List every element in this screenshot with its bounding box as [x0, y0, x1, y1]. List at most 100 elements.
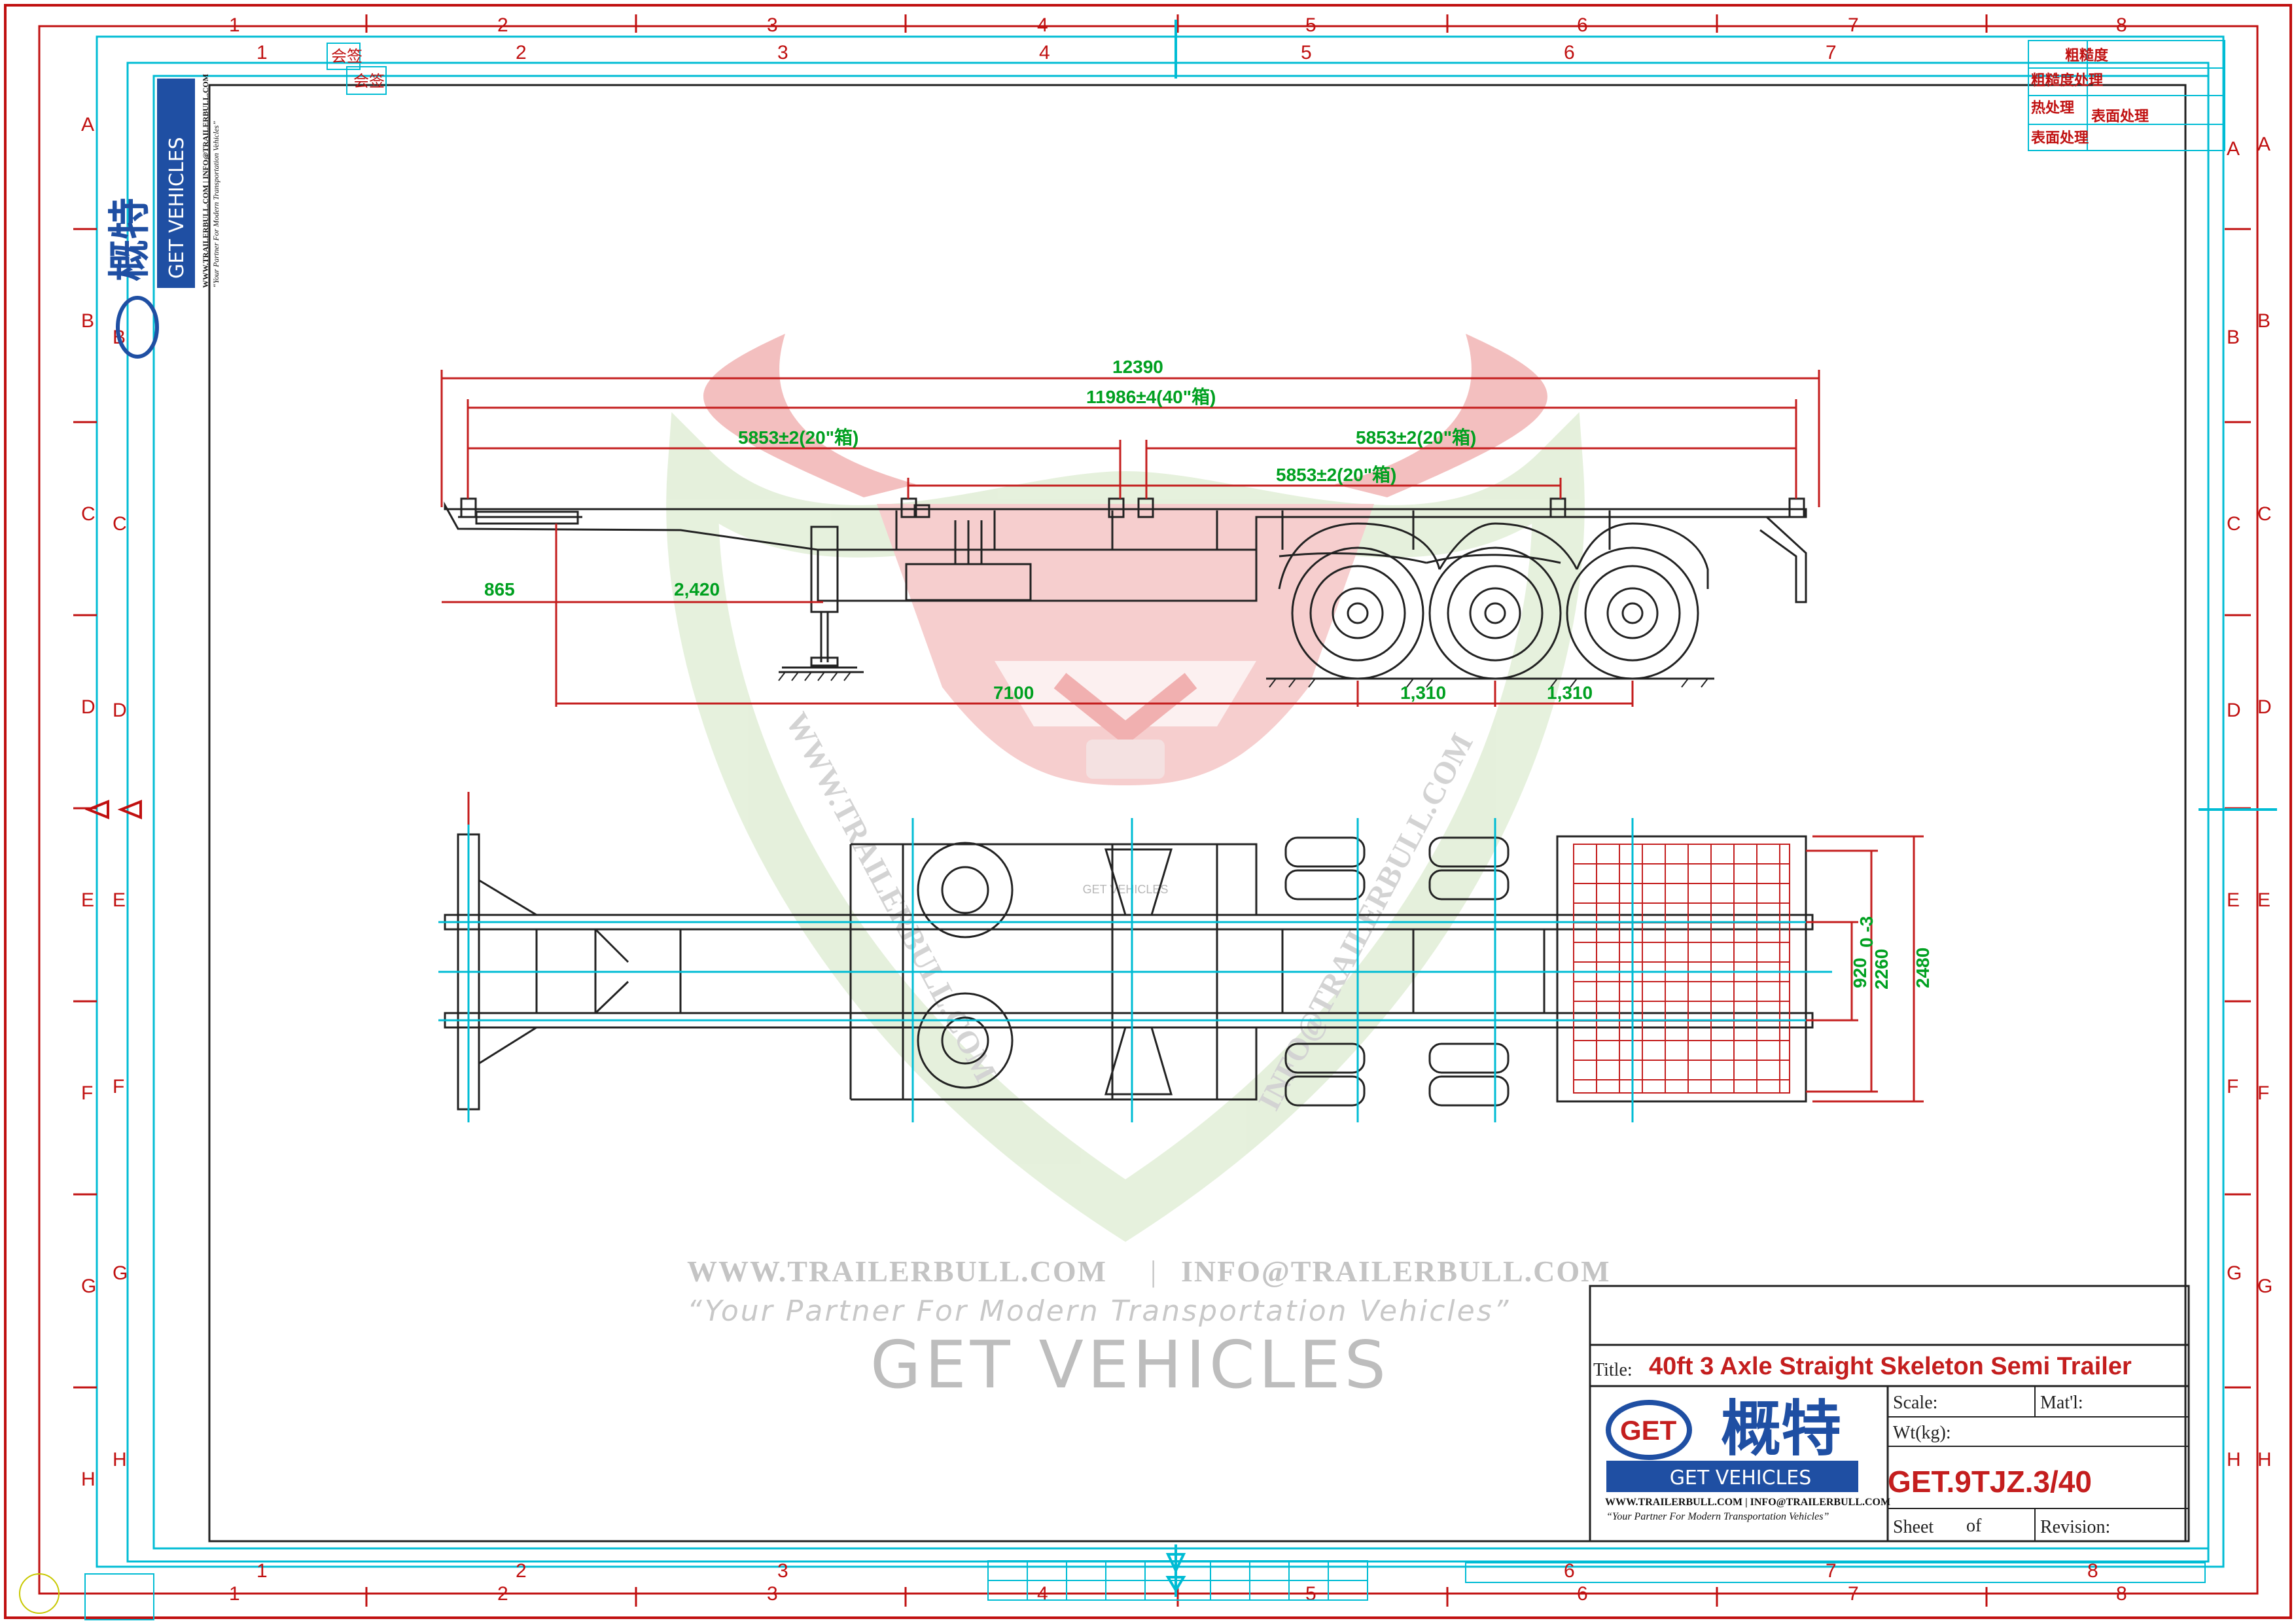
svg-text:2: 2 — [497, 14, 508, 36]
svg-text:5: 5 — [1305, 14, 1316, 36]
title-block: Title: 40ft 3 Axle Straight Skeleton Sem… — [1590, 1344, 2189, 1541]
svg-text:H: H — [81, 1469, 96, 1490]
dim-front-overhang: 865 — [484, 579, 515, 599]
svg-text:D: D — [113, 700, 127, 721]
svg-text:5: 5 — [1305, 1583, 1316, 1605]
svg-text:7: 7 — [1848, 1583, 1859, 1605]
svg-text:G: G — [2227, 1262, 2242, 1284]
side-logo-tagline: “Your Partner For Modern Transportation … — [211, 120, 221, 288]
dim-rear-width: 2260 — [1871, 949, 1892, 990]
grid-column-labels-bottom: 1 2 3 4 5 6 7 8 1 2 3 6 7 8 — [229, 1560, 2127, 1605]
side-view-dimension-lines — [440, 370, 1820, 707]
svg-text:D: D — [2257, 696, 2272, 718]
center-lines — [438, 818, 1832, 1122]
drawing-number: GET.9TJZ.3/40 — [1888, 1465, 2092, 1499]
material-label: Mat'l: — [2040, 1393, 2083, 1413]
process-label-3: 热处理 — [2031, 99, 2074, 116]
svg-text:GET: GET — [1620, 1415, 1677, 1446]
svg-text:H: H — [2257, 1449, 2272, 1471]
svg-text:6: 6 — [1564, 1560, 1575, 1582]
logo-contact: WWW.TRAILERBULL.COM | INFO@TRAILERBULL.C… — [1605, 1497, 1890, 1508]
bottom-strip — [19, 1560, 2206, 1620]
sheet-label: Sheet — [1893, 1517, 1934, 1537]
svg-text:E: E — [2257, 889, 2270, 911]
svg-text:C: C — [2227, 513, 2241, 535]
svg-text:D: D — [81, 696, 96, 718]
sign-off-boxes: 会签 会签 — [327, 43, 387, 95]
svg-text:3: 3 — [767, 14, 778, 36]
logo-brand: GET VEHICLES — [1670, 1467, 1812, 1489]
grid-column-labels-top: 1 2 3 4 5 6 7 8 1 2 3 4 5 6 7 — [229, 14, 2127, 63]
svg-text:A: A — [81, 114, 94, 135]
svg-text:E: E — [113, 889, 126, 911]
grid-ticks — [73, 14, 2251, 1607]
svg-text:7: 7 — [1848, 14, 1859, 36]
side-logo: GET VEHICLES 概特 WWW.TRAILERBULL.COM | IN… — [106, 74, 221, 359]
svg-text:5: 5 — [1301, 42, 1312, 63]
centre-marks — [84, 20, 2277, 1597]
top-view-dimensions: 920 2260 0 -3 2480 — [1850, 916, 1933, 990]
title-label: Title: — [1593, 1360, 1633, 1380]
side-view-dimensions: 12390 11986±4(40"箱) 5853±2(20"箱) 5853±2(… — [484, 357, 1593, 703]
svg-text:8: 8 — [2116, 14, 2127, 36]
dim-20ft-container-mid: 5853±2(20"箱) — [1276, 464, 1396, 485]
sign-off-label-2: 会签 — [353, 72, 385, 90]
svg-text:E: E — [2227, 889, 2240, 911]
svg-text:G: G — [2257, 1275, 2272, 1297]
dim-kingpin-to-axle: 7100 — [993, 683, 1034, 703]
svg-text:6: 6 — [1577, 14, 1588, 36]
svg-text:F: F — [2257, 1082, 2269, 1104]
svg-text:1: 1 — [256, 42, 268, 63]
svg-text:C: C — [113, 513, 127, 535]
svg-text:3: 3 — [777, 1560, 788, 1582]
dim-40ft-container: 11986±4(40"箱) — [1086, 386, 1216, 407]
watermark-separator: | — [1150, 1255, 1156, 1288]
side-logo-contact: WWW.TRAILERBULL.COM | INFO@TRAILERBULL.C… — [201, 74, 210, 288]
side-logo-cn: 概特 — [106, 198, 154, 281]
svg-text:2: 2 — [516, 42, 527, 63]
watermark-web: WWW.TRAILERBULL.COM — [687, 1255, 1107, 1288]
svg-text:A: A — [2227, 138, 2240, 160]
sign-off-label-1: 会签 — [331, 47, 362, 65]
process-label-1: 粗糙度 — [2065, 47, 2109, 64]
grid-row-labels-left: A B C D E F G H B C D E F G H — [81, 114, 128, 1490]
watermark-email: INFO@TRAILERBULL.COM — [1181, 1255, 1611, 1288]
svg-text:E: E — [81, 889, 94, 911]
svg-text:C: C — [2257, 503, 2272, 525]
drawing-title: 40ft 3 Axle Straight Skeleton Semi Trail… — [1649, 1353, 2132, 1380]
svg-text:H: H — [113, 1449, 127, 1471]
svg-text:2: 2 — [516, 1560, 527, 1582]
top-view-dimension-lines — [467, 792, 1924, 1103]
logo-tagline: “Your Partner For Modern Transportation … — [1606, 1511, 1829, 1522]
process-label-2: 粗糙度处理 — [2031, 72, 2103, 89]
dim-axle-spacing-1: 1,310 — [1400, 683, 1446, 703]
watermark-bull-logo: GET VEHICLES WWW.TRAILERBULL.COM INFO@TR… — [666, 334, 1585, 1242]
svg-text:A: A — [2257, 134, 2270, 155]
watermark-footer: WWW.TRAILERBULL.COM | INFO@TRAILERBULL.C… — [687, 1255, 1611, 1403]
process-label-4: 表面处理 — [2031, 130, 2089, 147]
revision-label: Revision: — [2040, 1517, 2110, 1537]
svg-text:4: 4 — [1039, 42, 1050, 63]
svg-text:F: F — [2227, 1076, 2238, 1097]
weight-label: Wt(kg): — [1893, 1423, 1951, 1443]
svg-text:B: B — [81, 310, 94, 332]
dim-rear-width-tolerance: 0 -3 — [1856, 916, 1877, 948]
svg-text:F: F — [81, 1082, 93, 1104]
svg-text:G: G — [81, 1275, 96, 1297]
of-label: of — [1966, 1516, 1982, 1536]
logo-emblem — [1606, 1400, 1692, 1460]
watermark-brand: GET VEHICLES — [870, 1327, 1390, 1403]
side-logo-emblem — [116, 296, 159, 359]
svg-text:4: 4 — [1037, 14, 1048, 36]
svg-text:6: 6 — [1564, 42, 1575, 63]
svg-text:1: 1 — [256, 1560, 268, 1582]
dim-kingpin-to-leg: 2,420 — [674, 579, 720, 599]
svg-text:1: 1 — [229, 14, 240, 36]
svg-text:8: 8 — [2116, 1583, 2127, 1605]
logo-brand-banner — [1606, 1461, 1858, 1492]
svg-text:H: H — [2227, 1449, 2241, 1471]
scale-label: Scale: — [1893, 1393, 1937, 1413]
side-logo-brand: GET VEHICLES — [166, 137, 188, 279]
svg-text:7: 7 — [1826, 1560, 1837, 1582]
